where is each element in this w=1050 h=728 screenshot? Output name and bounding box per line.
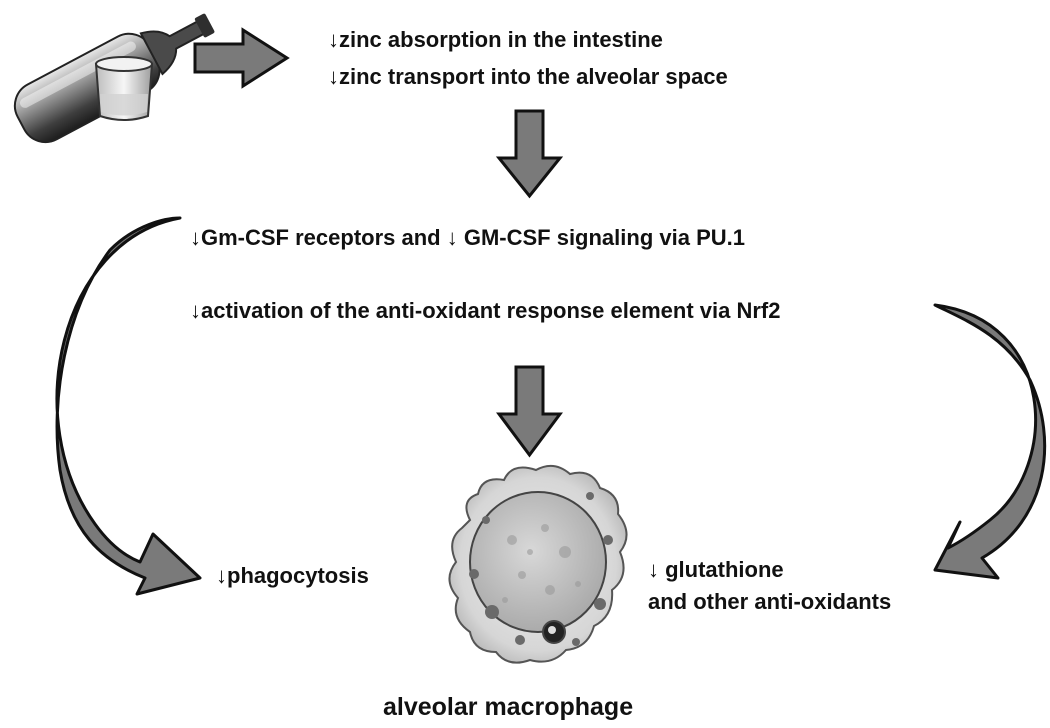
phagocytosis-text: ↓phagocytosis: [216, 563, 369, 588]
alveolar-macrophage-label: alveolar macrophage: [383, 693, 634, 721]
gmcsf-signaling-text: ↓Gm-CSF receptors and ↓ GM-CSF signaling…: [190, 225, 745, 250]
left-curved-arrow-icon: [55, 216, 202, 596]
down-arrow-icon: [496, 365, 563, 458]
nrf2-activation-text: ↓activation of the anti-oxidant response…: [190, 298, 781, 323]
down-arrow-icon: [495, 109, 564, 199]
wine-bottle-and-glass-icon: [13, 13, 215, 144]
zinc-absorption-text: ↓zinc absorption in the intestine: [328, 27, 663, 52]
zinc-transport-text: ↓zinc transport into the alveolar space: [328, 64, 728, 89]
antioxidants-text: and other anti-oxidants: [648, 589, 892, 614]
glass-icon: [94, 56, 154, 121]
glutathione-text: ↓ glutathione: [648, 557, 784, 582]
right-arrow-icon: [193, 27, 290, 89]
alveolar-macrophage-cell: [448, 464, 628, 664]
right-curved-arrow-icon: [933, 303, 1047, 580]
